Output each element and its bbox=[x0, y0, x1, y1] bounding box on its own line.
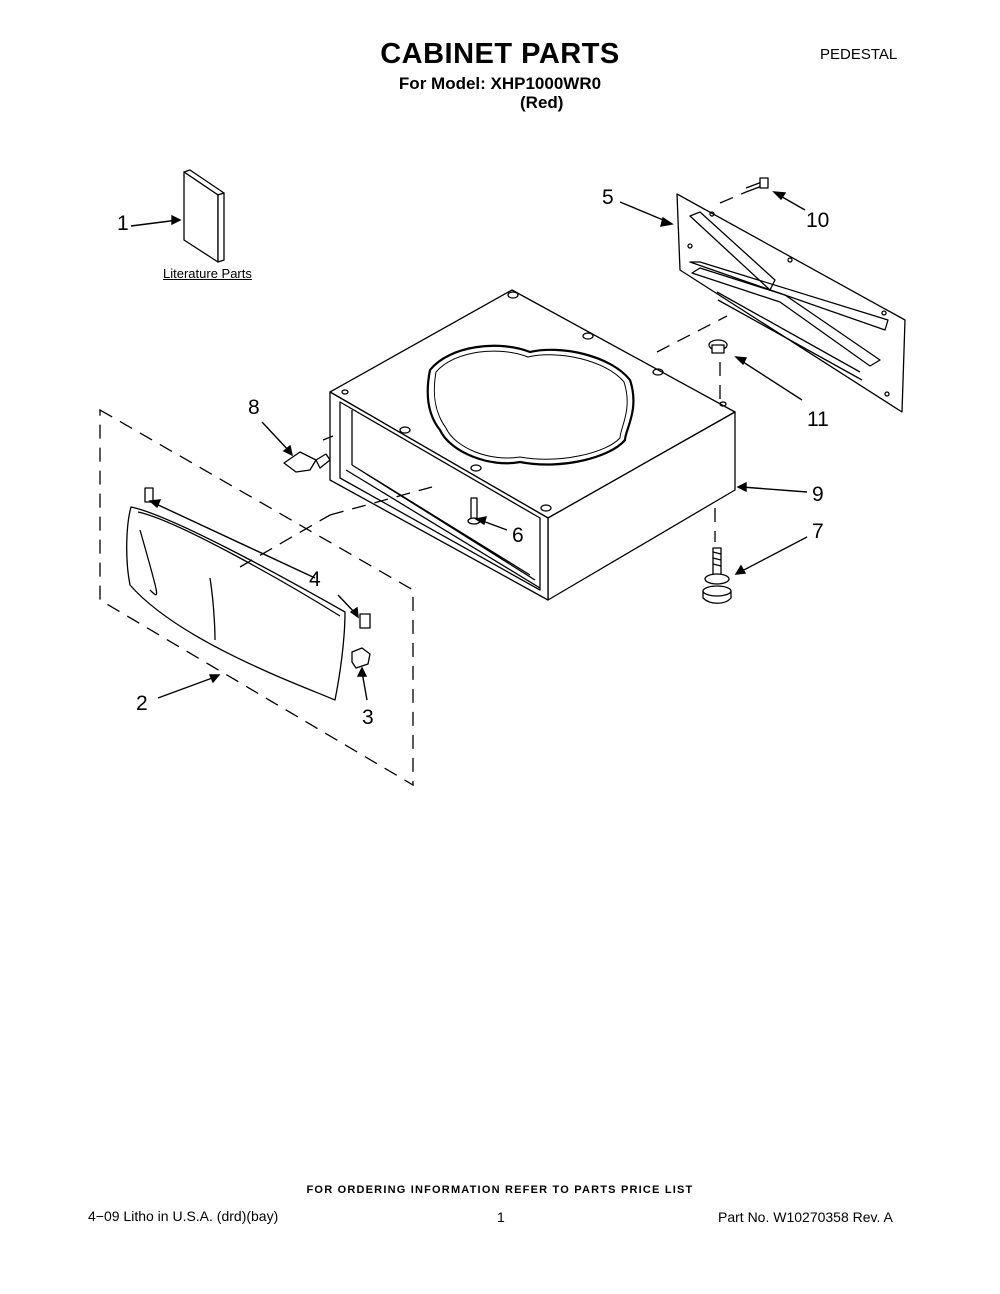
drawer-clip-3 bbox=[351, 647, 371, 669]
callout-5: 5 bbox=[602, 186, 614, 209]
callout-8: 8 bbox=[248, 396, 260, 419]
ordering-note: FOR ORDERING INFORMATION REFER TO PARTS … bbox=[306, 1184, 694, 1196]
callout-2: 2 bbox=[136, 692, 148, 715]
drawer-front bbox=[126, 506, 346, 701]
drawer-assembly-outline bbox=[99, 408, 414, 787]
model-line: For Model: XHP1000WR0 bbox=[398, 74, 602, 93]
callout-10: 10 bbox=[806, 209, 830, 232]
grommet-11 bbox=[708, 339, 728, 354]
pedestal-cabinet bbox=[329, 289, 736, 601]
clip-left bbox=[144, 487, 154, 503]
leveling-leg bbox=[702, 547, 732, 604]
litho-info: 4−09 Litho in U.S.A. (drd)(bay) bbox=[88, 1208, 279, 1224]
callout-3: 3 bbox=[362, 706, 374, 729]
drawer-bracket bbox=[283, 451, 331, 473]
callout-9: 9 bbox=[812, 483, 824, 506]
rear-panel bbox=[676, 193, 906, 413]
callout-4: 4 bbox=[309, 568, 321, 591]
literature-parts-label: Literature Parts bbox=[163, 266, 252, 281]
callout-1: 1 bbox=[117, 212, 129, 235]
part-number: Part No. W10270358 Rev. A bbox=[718, 1209, 893, 1225]
clip-right bbox=[359, 613, 371, 629]
page-number: 1 bbox=[497, 1209, 505, 1225]
callout-7: 7 bbox=[812, 520, 824, 543]
literature-booklet bbox=[183, 169, 225, 263]
category-label: PEDESTAL bbox=[820, 46, 898, 63]
page-title: CABINET PARTS bbox=[380, 38, 620, 70]
screw-10 bbox=[745, 177, 769, 193]
callout-6: 6 bbox=[512, 524, 524, 547]
color-line: (Red) bbox=[520, 93, 564, 112]
callout-11: 11 bbox=[807, 408, 829, 431]
